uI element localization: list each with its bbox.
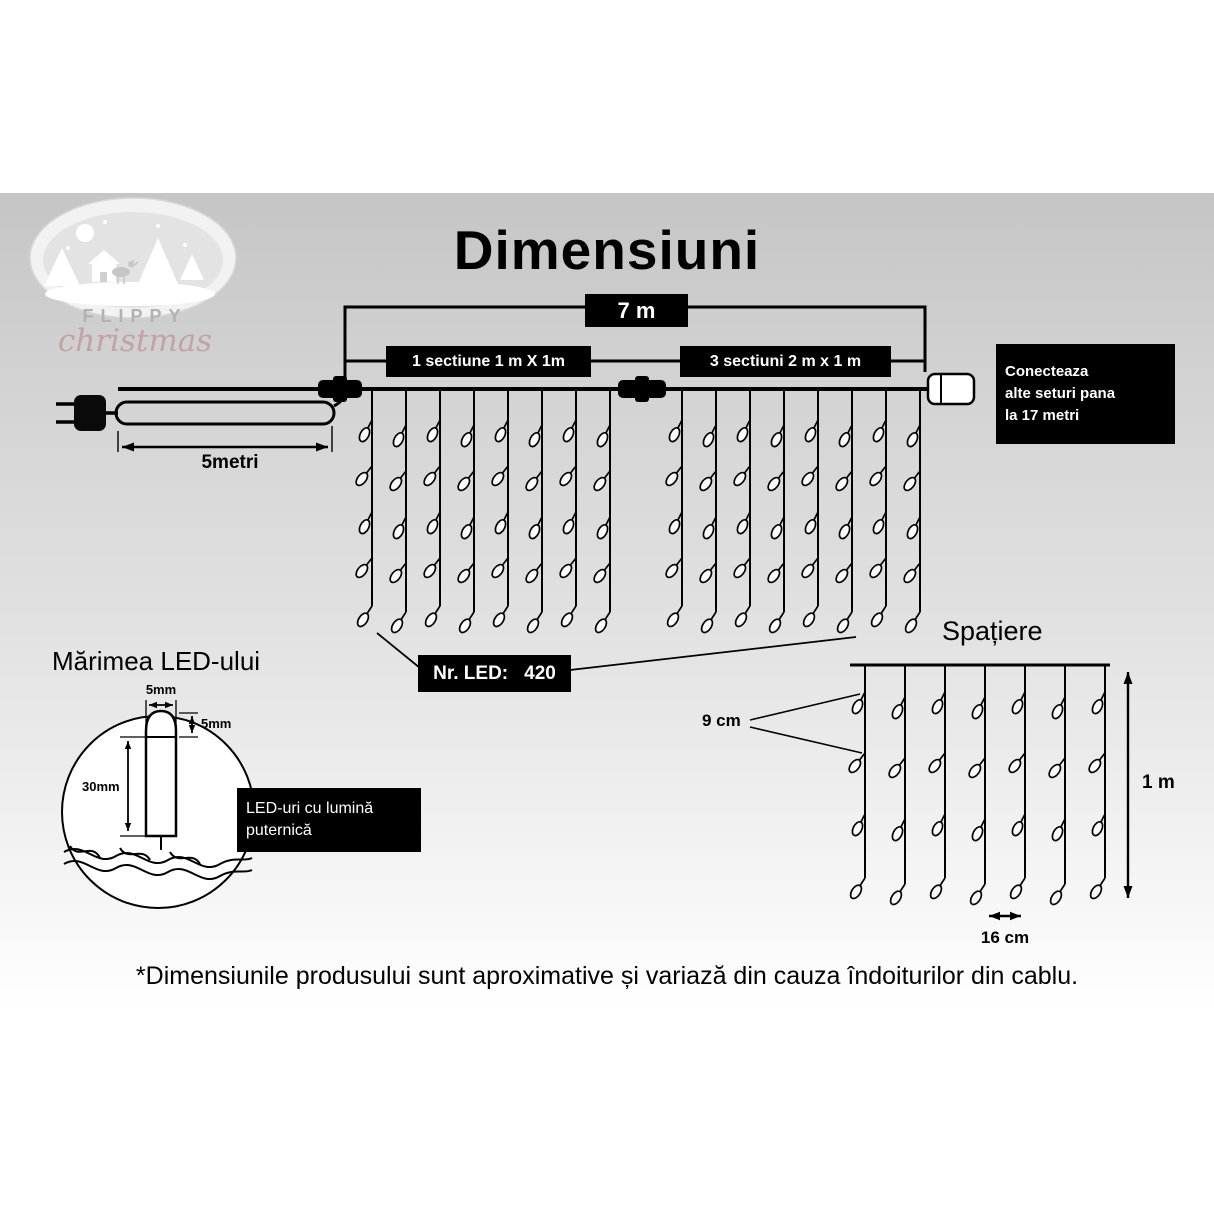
lead-length-label: 5metri bbox=[201, 452, 259, 473]
led-bulb-body bbox=[144, 709, 178, 838]
spacing-pointers bbox=[749, 693, 863, 754]
lead-cable bbox=[114, 391, 347, 426]
house-icon bbox=[88, 250, 120, 264]
curtain-section-1 bbox=[355, 391, 611, 634]
led-gap-label: 9 cm bbox=[702, 711, 741, 730]
spacing-curtain bbox=[848, 665, 1106, 906]
connect-note-badge: Conecteaza alte seturi pana la 17 metri bbox=[996, 344, 1175, 444]
led-size-title: Mărimea LED-ului bbox=[52, 646, 261, 676]
led-body-height-label: 30mm bbox=[82, 779, 120, 794]
cable-connectors bbox=[318, 376, 666, 402]
tree-icon bbox=[180, 254, 204, 280]
connect-note-line: alte seturi pana bbox=[1005, 385, 1116, 403]
tree-icon bbox=[138, 238, 178, 284]
disclaimer-text: *Dimensiunile produsului sunt aproximati… bbox=[135, 962, 1079, 990]
led-size-diagram bbox=[61, 700, 255, 909]
spacing-title: Spațiere bbox=[942, 616, 1043, 646]
led-count-label: Nr. LED: bbox=[433, 662, 509, 684]
led-cap-height-label: 5mm bbox=[201, 716, 232, 731]
strand-gap-label: 16 cm bbox=[980, 928, 1030, 947]
led-count-pointers bbox=[376, 632, 857, 671]
section-right-badge: 3 sectiuni 2 m x 1 m bbox=[680, 346, 891, 377]
lead-guides bbox=[117, 426, 333, 452]
led-cap-width-label: 5mm bbox=[145, 682, 177, 697]
end-connector bbox=[926, 372, 976, 406]
logo-brand-text: FLIPPY bbox=[82, 306, 188, 326]
led-note-line: puternică bbox=[246, 822, 312, 839]
connect-note-line: Conecteaza bbox=[1005, 363, 1089, 381]
logo-script-text: christmas bbox=[57, 323, 213, 359]
led-measure-guides bbox=[120, 700, 198, 837]
led-note-badge: LED-uri cu lumină puternică bbox=[237, 788, 421, 852]
moon-icon bbox=[76, 224, 94, 242]
tree-icon bbox=[44, 248, 80, 286]
page-title: Dimensiuni bbox=[453, 219, 761, 281]
led-count-value: 420 bbox=[524, 662, 556, 684]
drop-height-label: 1 m bbox=[1142, 772, 1175, 793]
led-count-badge: Nr. LED: 420 bbox=[418, 655, 571, 692]
led-note-line: LED-uri cu lumină bbox=[246, 799, 374, 817]
curtain-section-2 bbox=[665, 391, 921, 634]
deer-icon bbox=[112, 259, 139, 284]
total-width-badge: 7 m bbox=[585, 294, 688, 327]
power-plug-icon bbox=[56, 395, 118, 431]
connect-note-line: la 17 metri bbox=[1005, 406, 1080, 424]
twisted-wire bbox=[63, 845, 253, 880]
measurement-arrows bbox=[122, 442, 1133, 921]
section-left-badge: 1 sectiune 1 m X 1m bbox=[386, 346, 591, 377]
logo-illustration bbox=[29, 197, 237, 319]
